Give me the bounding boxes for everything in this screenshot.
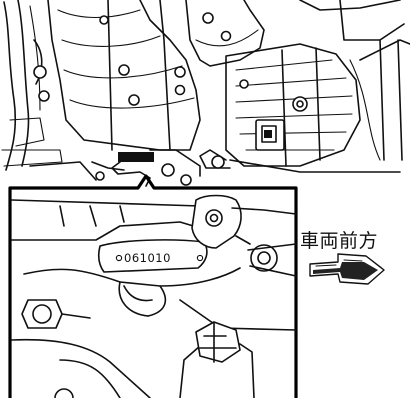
detail-inset: 061010 [8, 174, 298, 398]
direction-label: 車両前方 [300, 230, 379, 252]
callout-line [111, 161, 151, 187]
arrow-right-icon [309, 253, 385, 285]
engine-overview [1, 0, 410, 186]
serial-stamp: 061010 [124, 251, 171, 265]
